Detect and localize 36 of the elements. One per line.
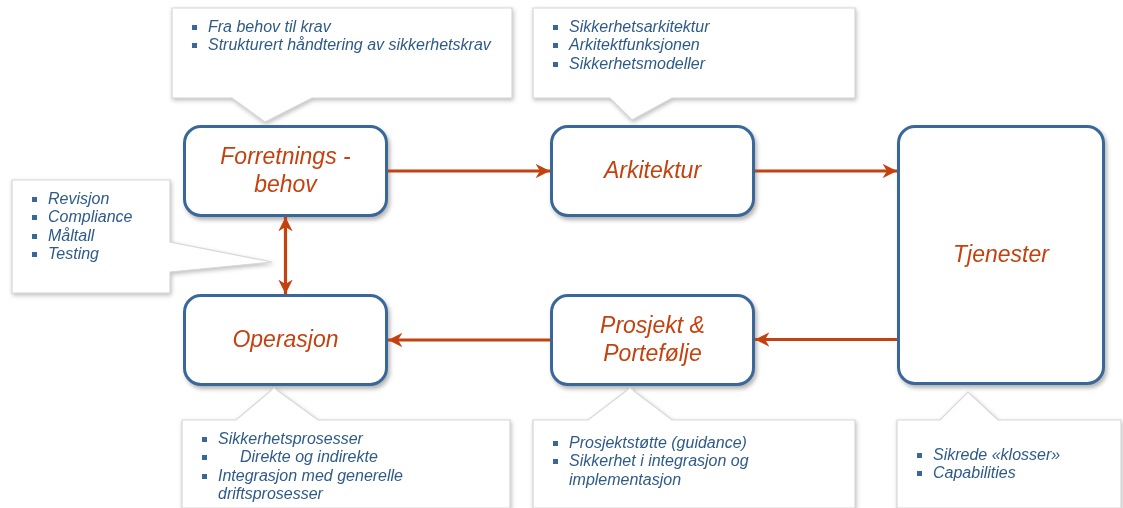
- bullet-item: Sikkerhetsmodeller: [569, 54, 706, 74]
- bullet-item: Strukturert håndtering av sikkerhetskrav: [208, 36, 491, 55]
- bullet-item: Integrasjon med generelle driftsprosesser: [218, 466, 404, 504]
- process-box: [183, 294, 388, 386]
- bullet-item: Revisjon: [48, 190, 110, 209]
- arrow: [278, 217, 293, 294]
- bullet-item: Arkitektfunksjonen: [569, 36, 700, 55]
- callout-box: [533, 388, 855, 508]
- process-label: Forretnings -behov: [219, 143, 352, 199]
- bullet-item: Fra behov til krav: [208, 18, 331, 36]
- process-label: Tjenester: [952, 241, 1051, 269]
- process-label: Arkitektur: [602, 157, 703, 185]
- process-label: Prosjekt & Portefølje: [599, 312, 706, 368]
- arrow: [755, 332, 897, 347]
- arrow: [388, 332, 550, 348]
- process-box: [897, 125, 1105, 385]
- bullet-item: Måltall: [48, 226, 95, 246]
- process-box: [550, 125, 755, 217]
- callout-box: [172, 8, 512, 122]
- arrow: [388, 163, 550, 179]
- process-box: [550, 294, 755, 386]
- bullet-item: Capabilities: [933, 464, 1016, 483]
- bullet-item: Compliance: [48, 208, 133, 227]
- bullet-item: Sikkerhetsarkitektur: [569, 18, 710, 37]
- callout-box: [897, 392, 1121, 508]
- callout-box: [182, 388, 510, 508]
- bullet-item: Prosjektstøtte (guidance): [569, 434, 747, 453]
- arrow: [755, 163, 897, 179]
- bullet-item: Sikkerhet i integrasjon og implementasjon: [569, 452, 750, 490]
- bullet-item: Direkte og indirekte: [239, 448, 378, 467]
- bullet-item: Sikkerhetsprosesser: [218, 430, 363, 449]
- process-box: [183, 125, 388, 217]
- bullet-item: Testing: [48, 245, 99, 264]
- process-label: Operasjon: [231, 326, 340, 354]
- callout-box: [533, 8, 855, 120]
- bullet-item: Sikrede «klosser»: [933, 446, 1061, 465]
